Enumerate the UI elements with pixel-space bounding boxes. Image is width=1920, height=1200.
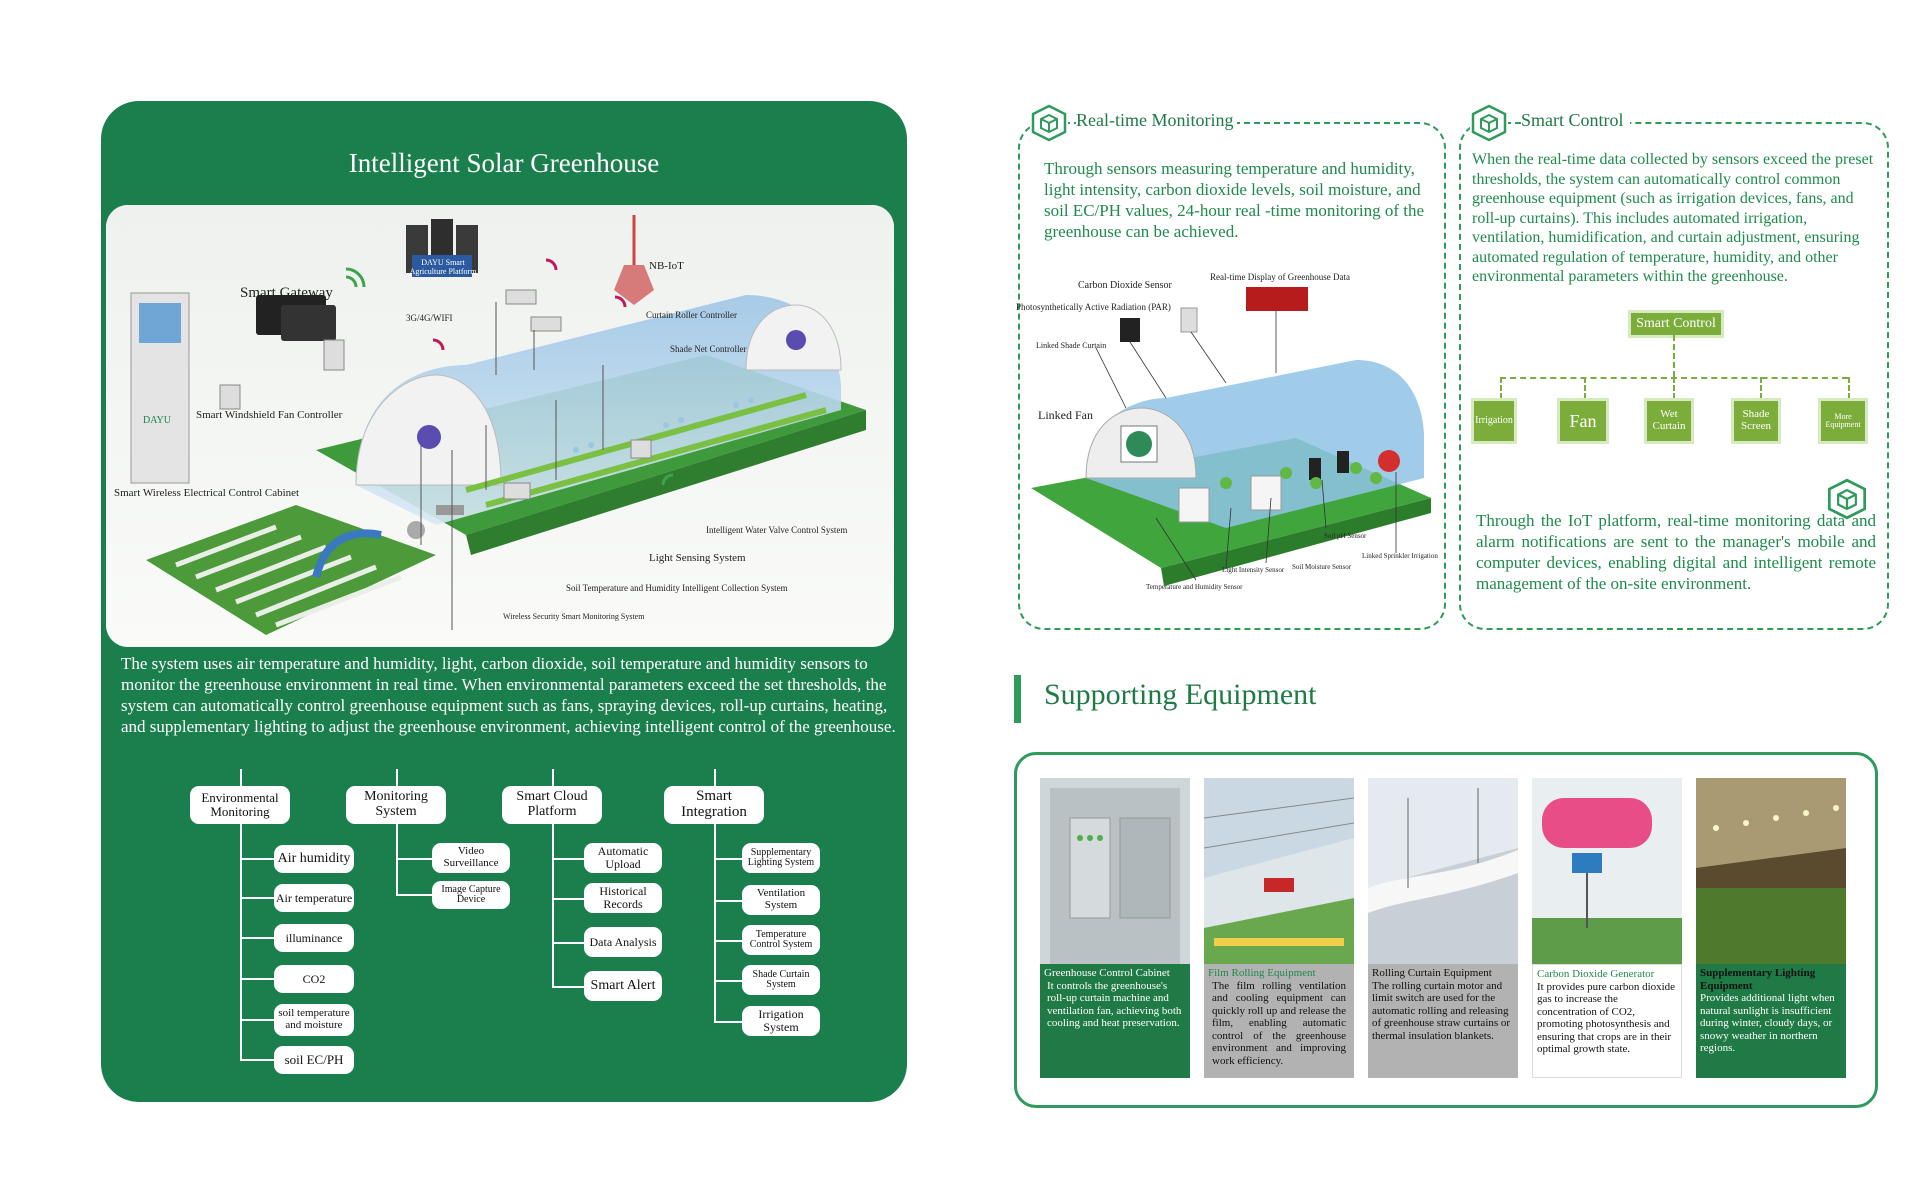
smart-control-text: When the real-time data collected by sen… [1472, 151, 1874, 285]
tree-leaf-video-surveillance: Video Surveillance [432, 843, 510, 873]
greenhouse-illustration: DAYU Smart Agriculture Platform NB-IoT S… [106, 205, 894, 647]
sprinkler-label: Linked Sprinkler Irrigation [1362, 552, 1438, 560]
fan-icon [417, 425, 441, 449]
tree-leaf-smart-alert: Smart Alert [584, 971, 662, 1001]
tree-node-environmental-monitoring: Environmental Monitoring [190, 786, 290, 824]
par-sensor-label: Photosynthetically Active Radiation (PAR… [1016, 302, 1171, 312]
display-label: Real-time Display of Greenhouse Data [1210, 272, 1350, 282]
tree-leaf-temperature-control: Temperature Control System [742, 925, 820, 955]
co2-generator-photo [1532, 778, 1682, 964]
card-title: Supplementary Lighting Equipment [1700, 967, 1816, 992]
platform-label: DAYU Smart Agriculture Platform [409, 258, 477, 276]
card-title: Rolling Curtain Equipment [1372, 967, 1492, 979]
shade-net-label: Shade Net Controller [670, 344, 747, 354]
soil-moisture-label: Soil Moisture Sensor [1292, 563, 1352, 571]
tree-leaf-shade-curtain: Shade Curtain System [742, 965, 820, 995]
equipment-card-co2-generator: Carbon Dioxide Generator It provides pur… [1532, 778, 1682, 1078]
cube-icon [1470, 104, 1508, 142]
left-description: The system uses air temperature and humi… [121, 654, 896, 736]
supporting-equipment-title: Supporting Equipment [1044, 678, 1317, 711]
greenhouse-scene [106, 205, 894, 647]
light-sensing-label: Light Sensing System [649, 552, 746, 564]
shade-curtain-label: Linked Shade Curtain [1036, 341, 1107, 350]
linked-fan-label: Linked Fan [1038, 408, 1093, 422]
supporting-equipment-frame [1014, 752, 1878, 1108]
tree-node-smart-integration: Smart Integration [664, 786, 764, 824]
tree-leaf-automatic-upload: Automatic Upload [584, 843, 662, 873]
curtain-roller-label: Curtain Roller Controller [646, 310, 737, 320]
temp-humidity-label: Temperature and Humidity Sensor [1146, 583, 1243, 591]
tree-leaf-soil-ec-ph: soil EC/PH [274, 1046, 354, 1074]
equipment-card-film-rolling: Film Rolling Equipment The film rolling … [1204, 778, 1354, 1078]
realtime-monitoring-title: Real-time Monitoring [1076, 110, 1238, 131]
smart-control-root: Smart Control [1628, 310, 1724, 338]
card-text: It provides pure carbon dioxide gas to i… [1537, 980, 1676, 1056]
supplementary-lighting-photo [1696, 778, 1846, 964]
cube-icon [1030, 104, 1068, 142]
light-intensity-label: Light Intensity Sensor [1222, 566, 1285, 574]
nbiot-label: NB-IoT [649, 260, 684, 272]
equipment-card-control-cabinet: Greenhouse Control Cabinet It controls t… [1040, 778, 1190, 1078]
co2-sensor-label: Carbon Dioxide Sensor [1078, 280, 1172, 291]
water-valve-label: Intelligent Water Valve Control System [706, 525, 848, 535]
tree-leaf-ventilation-system: Ventilation System [742, 885, 820, 915]
card-text: Provides additional light when natural s… [1700, 992, 1835, 1054]
control-child-wet-curtain: Wet Curtain [1644, 398, 1694, 444]
nbiot-tower [614, 265, 654, 305]
soil-collection-label: Soil Temperature and Humidity Intelligen… [566, 583, 788, 593]
security-label: Wireless Security Smart Monitoring Syste… [503, 612, 645, 621]
platform-badge [412, 255, 472, 277]
control-child-fan: Fan [1557, 398, 1609, 444]
smart-control-title: Smart Control [1521, 110, 1630, 131]
gateway-label: Smart Gateway [240, 285, 333, 301]
tree-leaf-air-humidity: Air humidity [274, 845, 354, 873]
tree-leaf-air-temperature: Air temperature [274, 884, 354, 912]
tree-leaf-historical-records: Historical Records [584, 883, 662, 913]
cabinet-label: Smart Wireless Electrical Control Cabine… [114, 487, 300, 499]
section-accent-bar [1014, 675, 1021, 723]
card-title: Film Rolling Equipment [1208, 967, 1316, 979]
card-text: The film rolling ventilation and cooling… [1212, 979, 1346, 1067]
tree-node-smart-cloud-platform: Smart Cloud Platform [502, 786, 602, 824]
equipment-card-rolling-curtain: Rolling Curtain Equipment The rolling cu… [1368, 778, 1518, 1078]
card-title: Carbon Dioxide Generator [1537, 968, 1655, 980]
smart-control-box [1459, 122, 1889, 630]
control-cabinet-photo [1040, 778, 1190, 964]
left-panel-title: Intelligent Solar Greenhouse [348, 148, 660, 178]
iot-platform-text: Through the IoT platform, real-time moni… [1476, 511, 1876, 593]
film-rolling-photo [1204, 778, 1354, 964]
control-child-shade-screen: Shade Screen [1731, 398, 1781, 444]
sensor-greenhouse-illustration [1026, 268, 1436, 598]
dayu-brand-label: DAYU [143, 415, 171, 426]
control-child-more-equipment: More Equipment [1818, 398, 1868, 444]
rolling-curtain-photo [1368, 778, 1518, 964]
tree-leaf-data-analysis: Data Analysis [584, 927, 662, 957]
tree-node-monitoring-system: Monitoring System [346, 786, 446, 824]
tree-leaf-soil-temperature-moisture: soil temperature and moisture [274, 1004, 354, 1036]
tree-leaf-image-capture-device: Image Capture Device [432, 881, 510, 909]
card-title: Greenhouse Control Cabinet [1044, 967, 1170, 979]
card-text: It controls the greenhouse's roll-up cur… [1047, 979, 1182, 1030]
tree-leaf-supplementary-lighting: Supplementary Lighting System [742, 843, 820, 873]
equipment-card-supplementary-lighting: Supplementary Lighting Equipment Provide… [1696, 778, 1846, 1078]
tree-leaf-co2: CO2 [274, 965, 354, 993]
soil-ph-label: Soil pH Sensor [1324, 532, 1367, 540]
control-child-irrigation: Irrigation [1471, 398, 1517, 444]
tree-leaf-illuminance: illuminance [274, 924, 354, 952]
cube-icon [1826, 478, 1868, 520]
tree-leaf-irrigation-system: Irrigation System [742, 1006, 820, 1036]
card-text: The rolling curtain motor and limit swit… [1372, 979, 1511, 1042]
network-label: 3G/4G/WIFI [406, 313, 453, 323]
seedling-field [146, 505, 436, 635]
realtime-monitoring-text: Through sensors measuring temperature an… [1044, 159, 1425, 241]
windshield-fan-label: Smart Windshield Fan Controller [196, 409, 343, 421]
